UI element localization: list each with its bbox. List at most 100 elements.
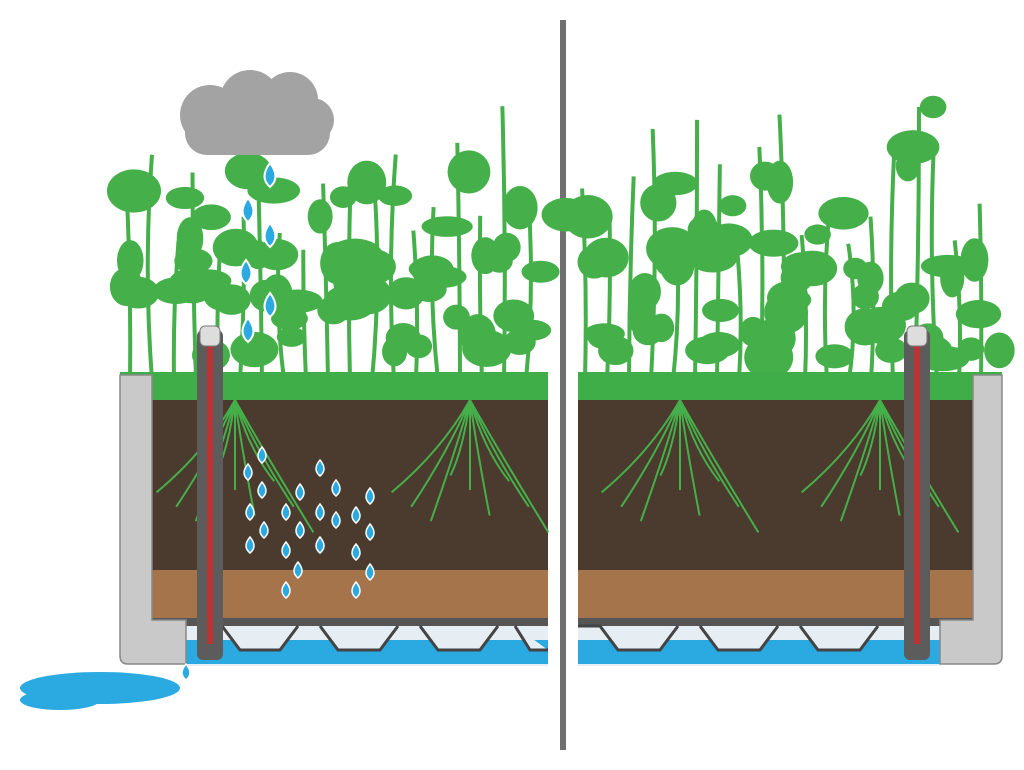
water-drop-icon — [263, 291, 277, 319]
root — [600, 399, 681, 494]
water-level-indicator-right — [914, 334, 920, 644]
plant-leaf — [502, 186, 538, 230]
water-drop-icon — [281, 580, 291, 599]
plant-leaf — [766, 160, 794, 204]
plant-leaf — [646, 227, 699, 270]
plant-leaf — [718, 195, 747, 217]
plants-left — [106, 106, 560, 381]
water-puddle-part — [20, 690, 100, 710]
water-drop-icon — [315, 458, 325, 477]
root — [820, 399, 881, 508]
water-drop-icon — [243, 462, 253, 481]
plant-leaf — [957, 337, 985, 361]
plant-leaf — [598, 335, 634, 366]
indicator-cap-right — [906, 325, 928, 347]
plant-leaf — [485, 249, 513, 273]
plant-leaf — [955, 300, 1002, 329]
water-drop-icon — [295, 520, 305, 539]
root — [679, 399, 701, 516]
plant-leaf — [881, 291, 920, 322]
plant-leaf — [702, 298, 740, 322]
water-drop-icon — [351, 580, 361, 599]
root — [469, 399, 550, 533]
plant-leaf — [509, 319, 552, 341]
plant-leaf — [271, 289, 323, 313]
plant-leaf — [307, 199, 333, 234]
water-drop-icon — [365, 562, 375, 581]
root — [390, 399, 471, 494]
cloud-icon — [180, 70, 334, 155]
root — [679, 399, 740, 508]
water-drop-icon — [245, 535, 255, 554]
plant-leaf — [271, 307, 308, 330]
root — [859, 399, 881, 477]
panel-divider — [560, 20, 566, 750]
separator-right — [578, 618, 973, 626]
plant-leaf — [443, 304, 470, 330]
water-drop-icon — [241, 316, 255, 344]
water-drop-icon — [351, 542, 361, 561]
water-drop-icon — [263, 161, 277, 189]
root — [659, 399, 681, 477]
root — [410, 399, 471, 508]
plant-leaf — [697, 332, 741, 358]
water-drop-icon — [295, 482, 305, 501]
plant-leaf — [462, 330, 512, 367]
plant-leaf — [919, 95, 947, 119]
root — [620, 399, 681, 508]
plant-leaf — [230, 331, 279, 368]
plant-leaf — [815, 344, 854, 369]
water-drop-icon — [259, 520, 269, 539]
plant-leaf — [165, 186, 205, 210]
root — [639, 399, 681, 522]
plant-leaf — [875, 337, 908, 363]
plant-leaf — [343, 248, 396, 286]
root — [469, 399, 491, 516]
root — [449, 399, 471, 477]
plant-leaf — [378, 185, 413, 206]
plant-leaf — [744, 335, 794, 380]
reservoir-ridges-left — [220, 625, 548, 652]
water-drop-icon — [281, 540, 291, 559]
plant-leaf — [447, 150, 491, 194]
plant-leaf — [408, 258, 446, 280]
planter-wall-left — [119, 374, 187, 665]
water-drops — [181, 161, 375, 681]
root — [234, 399, 256, 516]
plant-leaf — [653, 171, 698, 196]
plant-leaf — [787, 250, 838, 287]
planter-wall-right — [939, 374, 1003, 665]
plant-leaf — [886, 130, 940, 165]
plant-leaf — [563, 195, 613, 239]
water-drop-icon — [239, 258, 253, 286]
grass-layer-left — [120, 372, 548, 402]
plant-leaf — [203, 281, 239, 311]
root — [234, 399, 315, 533]
plant-leaf — [276, 326, 307, 347]
plant-leaf — [818, 197, 869, 230]
left-panel — [20, 70, 560, 710]
root — [879, 399, 901, 516]
plant-leaf — [343, 275, 392, 315]
plant-leaf — [176, 217, 204, 260]
reservoir-ridges-right — [578, 624, 880, 652]
plant-leaf — [960, 238, 989, 282]
water-drop-icon — [351, 505, 361, 524]
water-drop-icon — [263, 221, 277, 249]
plant-leaf — [405, 334, 433, 359]
plant-leaf — [411, 276, 447, 302]
plants-right — [541, 95, 1015, 381]
water-drop-icon — [241, 196, 255, 224]
plant-leaf — [748, 229, 799, 257]
plant-leaf — [224, 152, 272, 190]
plant-leaf — [804, 224, 831, 245]
roots-left — [155, 399, 550, 533]
root — [469, 399, 530, 508]
water-drop-icon — [331, 478, 341, 497]
plant-leaf — [704, 223, 753, 258]
water-drop-icon — [315, 502, 325, 521]
plant-leaf — [627, 295, 654, 336]
root — [429, 399, 471, 522]
plant-leaf — [421, 216, 473, 237]
